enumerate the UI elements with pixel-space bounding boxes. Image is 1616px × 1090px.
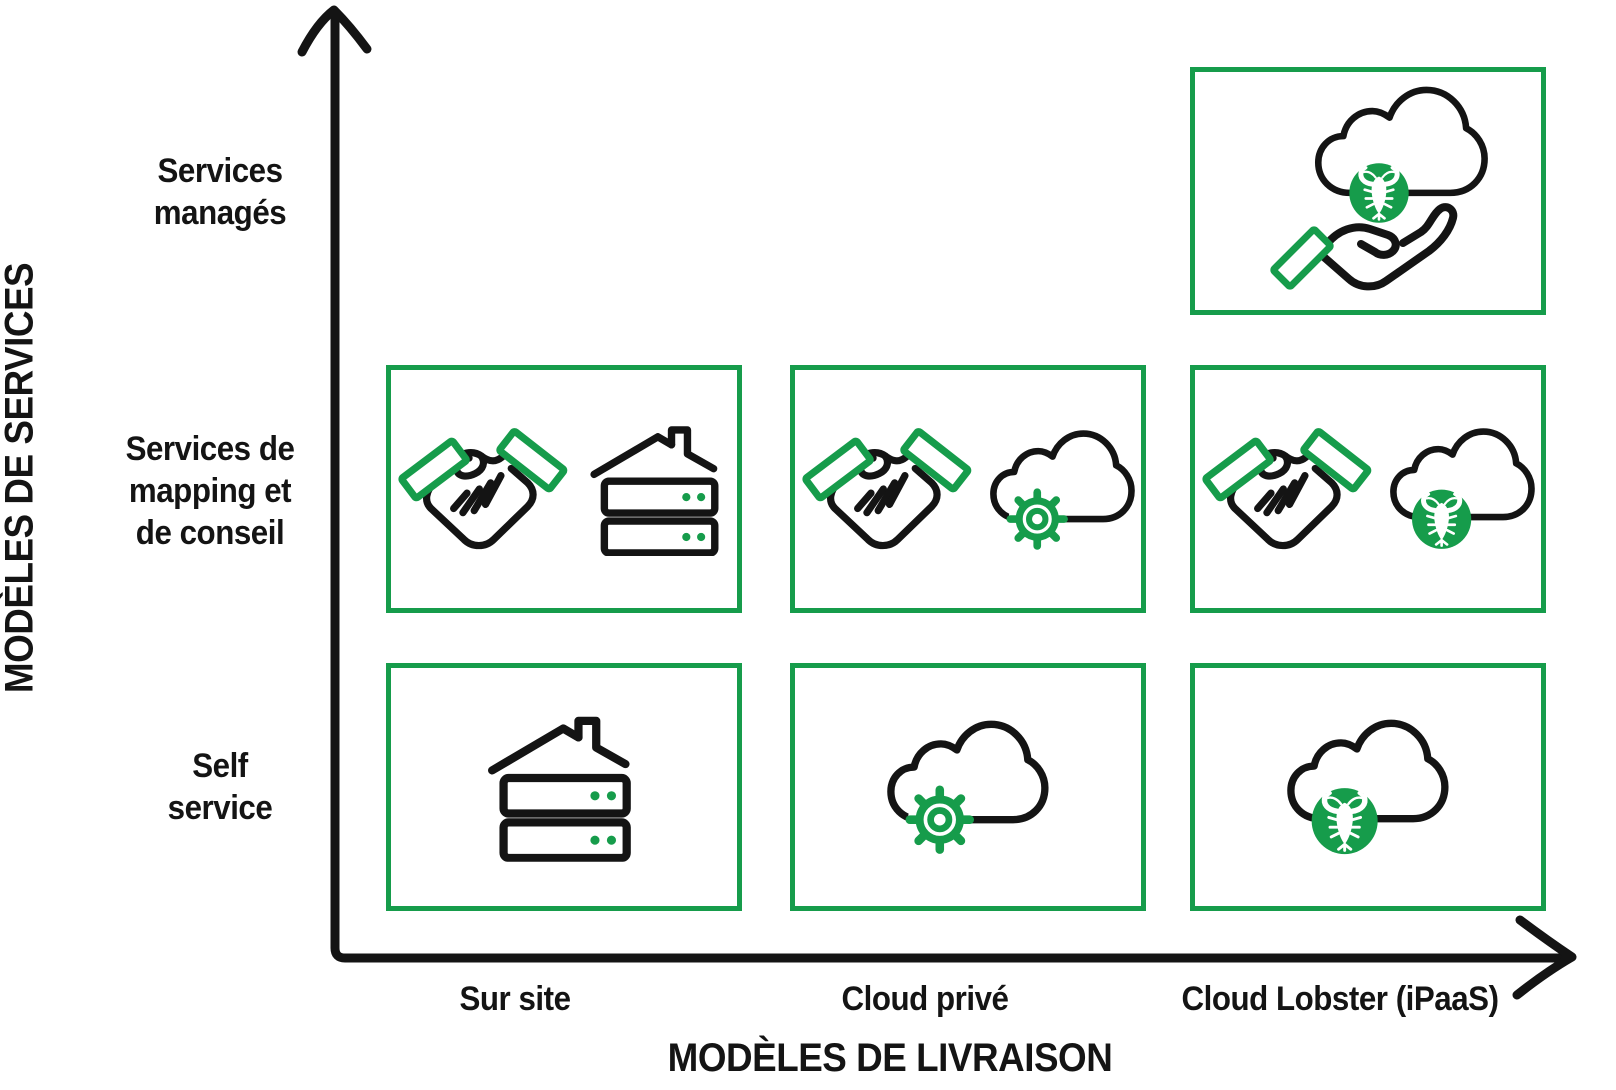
cell-mapping-sur-site: [386, 365, 742, 613]
handshake-icon: [1199, 417, 1379, 561]
cell-self-service-cloud-prive: [790, 663, 1146, 911]
y-axis-arrowhead-icon: [297, 5, 372, 57]
row-label-services-manages: Services managés: [153, 152, 287, 233]
row-label-self-service: Self service: [167, 747, 273, 828]
cell-services-manages-cloud-lobster: [1190, 67, 1546, 315]
y-axis-line: [330, 15, 1568, 963]
col-label-cloud-prive: Cloud privé: [841, 980, 1009, 1018]
x-axis-title: MODÈLES DE LIVRAISON: [667, 1036, 1113, 1080]
cell-mapping-cloud-lobster: [1190, 365, 1546, 613]
cell-self-service-sur-site: [386, 663, 742, 911]
col-label-cloud-lobster-ipaas: Cloud Lobster (iPaaS): [1181, 980, 1499, 1018]
row-label-services-mapping-conseil: Services de mapping et de conseil: [125, 430, 295, 553]
on-premise-server-house-icon: [482, 712, 647, 862]
handshake-icon: [395, 417, 575, 561]
handshake-icon: [799, 417, 979, 561]
cell-mapping-cloud-prive: [790, 365, 1146, 613]
hand-offering-cloud-lobster-icon: [1243, 74, 1493, 309]
col-label-sur-site: Sur site: [459, 980, 571, 1018]
y-axis-title: MODÈLES DE SERVICES: [0, 262, 42, 694]
cloud-lobster-badge-icon: [1389, 425, 1537, 552]
on-premise-server-house-icon: [585, 422, 733, 556]
cloud-gear-icon: [989, 427, 1137, 552]
cell-self-service-cloud-lobster: [1190, 663, 1546, 911]
cloud-gear-icon: [886, 717, 1051, 856]
cloud-lobster-badge-icon: [1286, 716, 1451, 858]
x-axis-arrowhead-icon: [1512, 915, 1577, 1000]
